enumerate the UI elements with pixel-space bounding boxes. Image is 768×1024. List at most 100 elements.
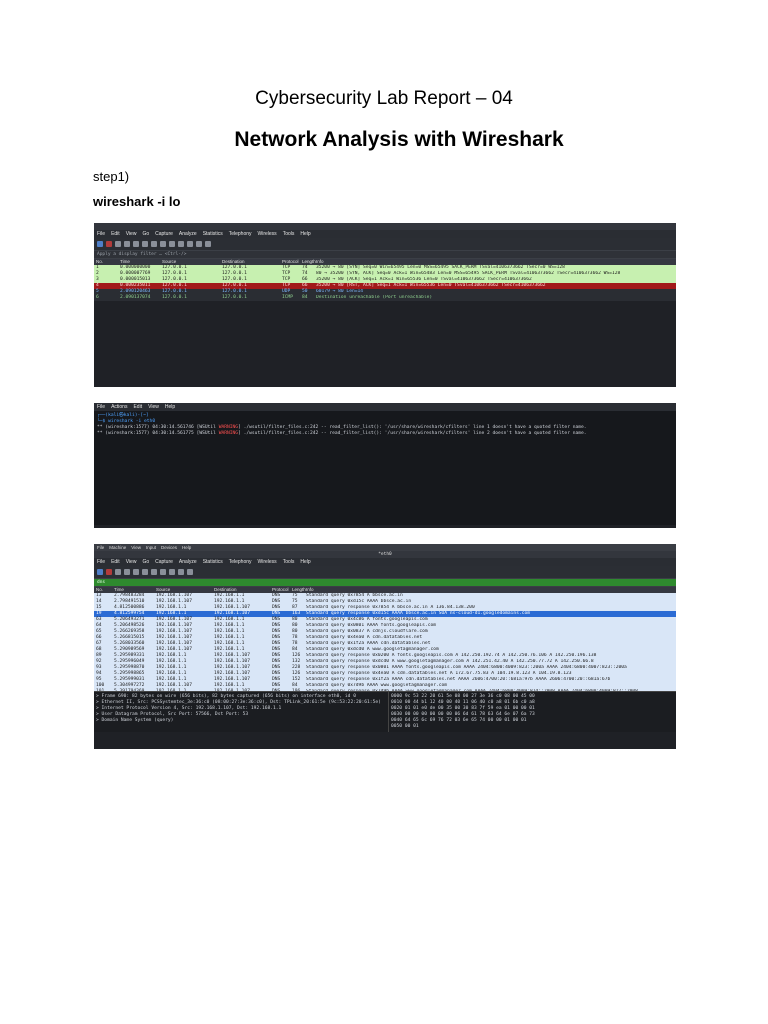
- menu-item-analyze[interactable]: Analyze: [178, 559, 197, 565]
- menu-item-help[interactable]: Help: [300, 559, 311, 565]
- column-header[interactable]: No.: [96, 259, 104, 264]
- menu-item-file[interactable]: File: [97, 231, 106, 237]
- restart-icon[interactable]: [115, 569, 121, 575]
- menu-item-analyze[interactable]: Analyze: [178, 231, 197, 237]
- menu-item-view[interactable]: View: [125, 231, 137, 237]
- reload-icon[interactable]: [160, 569, 166, 575]
- menu-item-tools[interactable]: Tools: [282, 231, 295, 237]
- menu-item-file[interactable]: File: [97, 559, 106, 565]
- menu-item-view[interactable]: View: [148, 404, 159, 410]
- column-header[interactable]: Time: [120, 259, 130, 264]
- zoom-out-icon[interactable]: [205, 241, 211, 247]
- menu-item-go[interactable]: Go: [142, 559, 150, 565]
- column-header[interactable]: Info: [306, 587, 314, 592]
- options-gear-icon[interactable]: [124, 569, 130, 575]
- shark-fin-icon[interactable]: [97, 241, 103, 247]
- open-file-icon[interactable]: [133, 241, 139, 247]
- column-header[interactable]: Destination: [214, 587, 237, 592]
- shark-fin-icon[interactable]: [97, 569, 103, 575]
- column-header[interactable]: Protocol: [272, 587, 289, 592]
- menu-item-devices[interactable]: Devices: [160, 545, 177, 550]
- menu-item-actions[interactable]: Actions: [111, 404, 128, 410]
- search-icon[interactable]: [169, 241, 175, 247]
- save-icon[interactable]: [142, 569, 148, 575]
- menu-item-help[interactable]: Help: [164, 404, 176, 410]
- zoom-in-icon[interactable]: [196, 241, 202, 247]
- back-arrow-icon[interactable]: [178, 569, 184, 575]
- menu-item-file[interactable]: File: [97, 404, 106, 410]
- open-file-icon[interactable]: [133, 569, 139, 575]
- close-icon[interactable]: [151, 569, 157, 575]
- forward-arrow-icon[interactable]: [187, 241, 193, 247]
- menu-item-capture[interactable]: Capture: [155, 231, 173, 237]
- menu-item-statistics[interactable]: Statistics: [202, 231, 223, 237]
- menu-item-edit[interactable]: Edit: [111, 231, 120, 237]
- column-header[interactable]: Source: [156, 587, 171, 592]
- menu-item-help[interactable]: Help: [300, 231, 311, 237]
- display-filter-input[interactable]: dns: [94, 578, 676, 587]
- packet-bytes-pane[interactable]: 0000 9c 53 22 20 61 5e 08 00 27 3e 36 c0…: [388, 692, 676, 732]
- detail-tree-item[interactable]: > Domain Name System (query): [96, 718, 174, 723]
- close-icon[interactable]: [151, 241, 157, 247]
- detail-tree-item[interactable]: > User Datagram Protocol, Src Port: 5756…: [96, 712, 249, 717]
- column-header[interactable]: Length: [302, 259, 316, 264]
- options-gear-icon[interactable]: [124, 241, 130, 247]
- menu-item-wireless[interactable]: Wireless: [257, 559, 277, 565]
- column-header[interactable]: Info: [316, 259, 324, 264]
- menu-item-view[interactable]: View: [125, 559, 137, 565]
- column-header[interactable]: Protocol: [282, 259, 299, 264]
- column-header[interactable]: Length: [292, 587, 306, 592]
- reload-icon[interactable]: [160, 241, 166, 247]
- column-header[interactable]: Source: [162, 259, 177, 264]
- stop-icon[interactable]: [106, 241, 112, 247]
- menu-item-capture[interactable]: Capture: [155, 559, 173, 565]
- column-header[interactable]: No.: [96, 587, 104, 592]
- menu-item-machine[interactable]: Machine: [109, 545, 127, 550]
- menu-item-help[interactable]: Help: [182, 545, 192, 550]
- display-filter-input[interactable]: Apply a display filter … <Ctrl-/>: [94, 250, 676, 259]
- menu-item-go[interactable]: Go: [142, 231, 150, 237]
- menu-item-file[interactable]: File: [97, 545, 105, 550]
- menu-item-input[interactable]: Input: [145, 545, 156, 550]
- packet-row[interactable]: 1015.391794369192.168.1.1192.168.1.107DN…: [94, 689, 676, 691]
- search-icon[interactable]: [169, 569, 175, 575]
- restart-icon[interactable]: [115, 241, 121, 247]
- menu-item-wireless[interactable]: Wireless: [257, 231, 277, 237]
- menu-item-edit[interactable]: Edit: [111, 559, 120, 565]
- menu-item-tools[interactable]: Tools: [282, 559, 295, 565]
- menu-item-telephony[interactable]: Telephony: [228, 231, 252, 237]
- column-header[interactable]: Destination: [222, 259, 245, 264]
- back-arrow-icon[interactable]: [178, 241, 184, 247]
- detail-tree-item[interactable]: > Internet Protocol Version 4, Src: 192.…: [96, 706, 282, 711]
- menu-item-view[interactable]: View: [131, 545, 141, 550]
- column-header[interactable]: Time: [114, 587, 124, 592]
- packet-details-tree[interactable]: > Frame 690: 82 bytes on wire (656 bits)…: [94, 692, 388, 732]
- menu-item-edit[interactable]: Edit: [133, 404, 143, 410]
- menu-item-statistics[interactable]: Statistics: [202, 559, 223, 565]
- forward-arrow-icon[interactable]: [187, 569, 193, 575]
- detail-tree-item[interactable]: > Frame 690: 82 bytes on wire (656 bits)…: [96, 694, 356, 699]
- save-icon[interactable]: [142, 241, 148, 247]
